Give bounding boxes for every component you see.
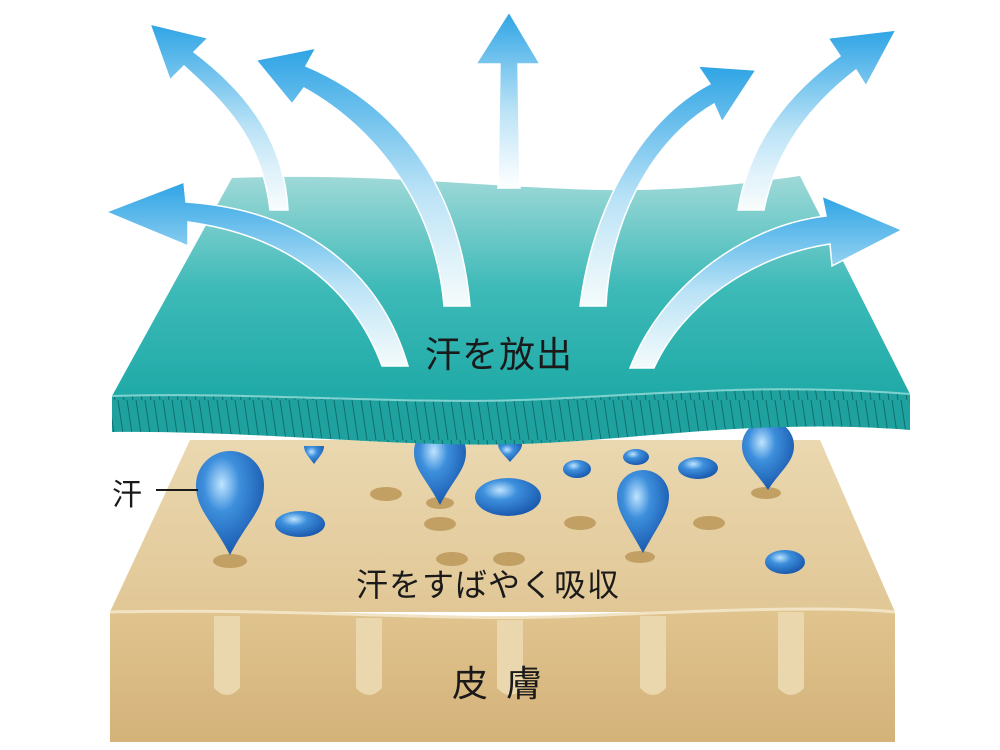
fabric-layer — [111, 176, 911, 445]
release-label: 汗を放出 — [425, 335, 574, 376]
arrow-far-left-top — [148, 22, 289, 211]
arrow-up-center — [474, 10, 542, 189]
arrow-right-top — [579, 65, 758, 307]
fabric-top-surface — [112, 176, 910, 401]
vapor-arrow-icon — [103, 10, 904, 369]
sweat-drop-large — [617, 470, 669, 553]
arrow-left-bottom — [103, 180, 410, 367]
sweat-drop-large — [742, 420, 794, 490]
sweat-label: 汗 — [112, 478, 142, 513]
sweat-drop-small — [304, 446, 324, 464]
absorb-label: 汗をすばやく吸収 — [356, 566, 621, 604]
skin-edge-line — [109, 607, 896, 620]
skin-layer — [109, 440, 896, 742]
sweat-drop-large — [196, 451, 264, 555]
sweat-drop-small — [498, 444, 522, 462]
sweat-leader-line — [156, 489, 198, 491]
sweat-drop-icon — [196, 420, 805, 574]
skin-pore-icon — [213, 487, 781, 568]
arrow-right-bottom — [628, 194, 904, 369]
sweat-drop-large — [414, 426, 466, 505]
skin-top-surface — [110, 440, 895, 612]
sweat-gland-ducts — [214, 612, 804, 695]
arrow-left-top — [254, 46, 471, 307]
arrow-far-right-top — [737, 29, 898, 211]
fabric-edge — [112, 389, 910, 445]
skin-label: 皮膚 — [452, 664, 561, 705]
